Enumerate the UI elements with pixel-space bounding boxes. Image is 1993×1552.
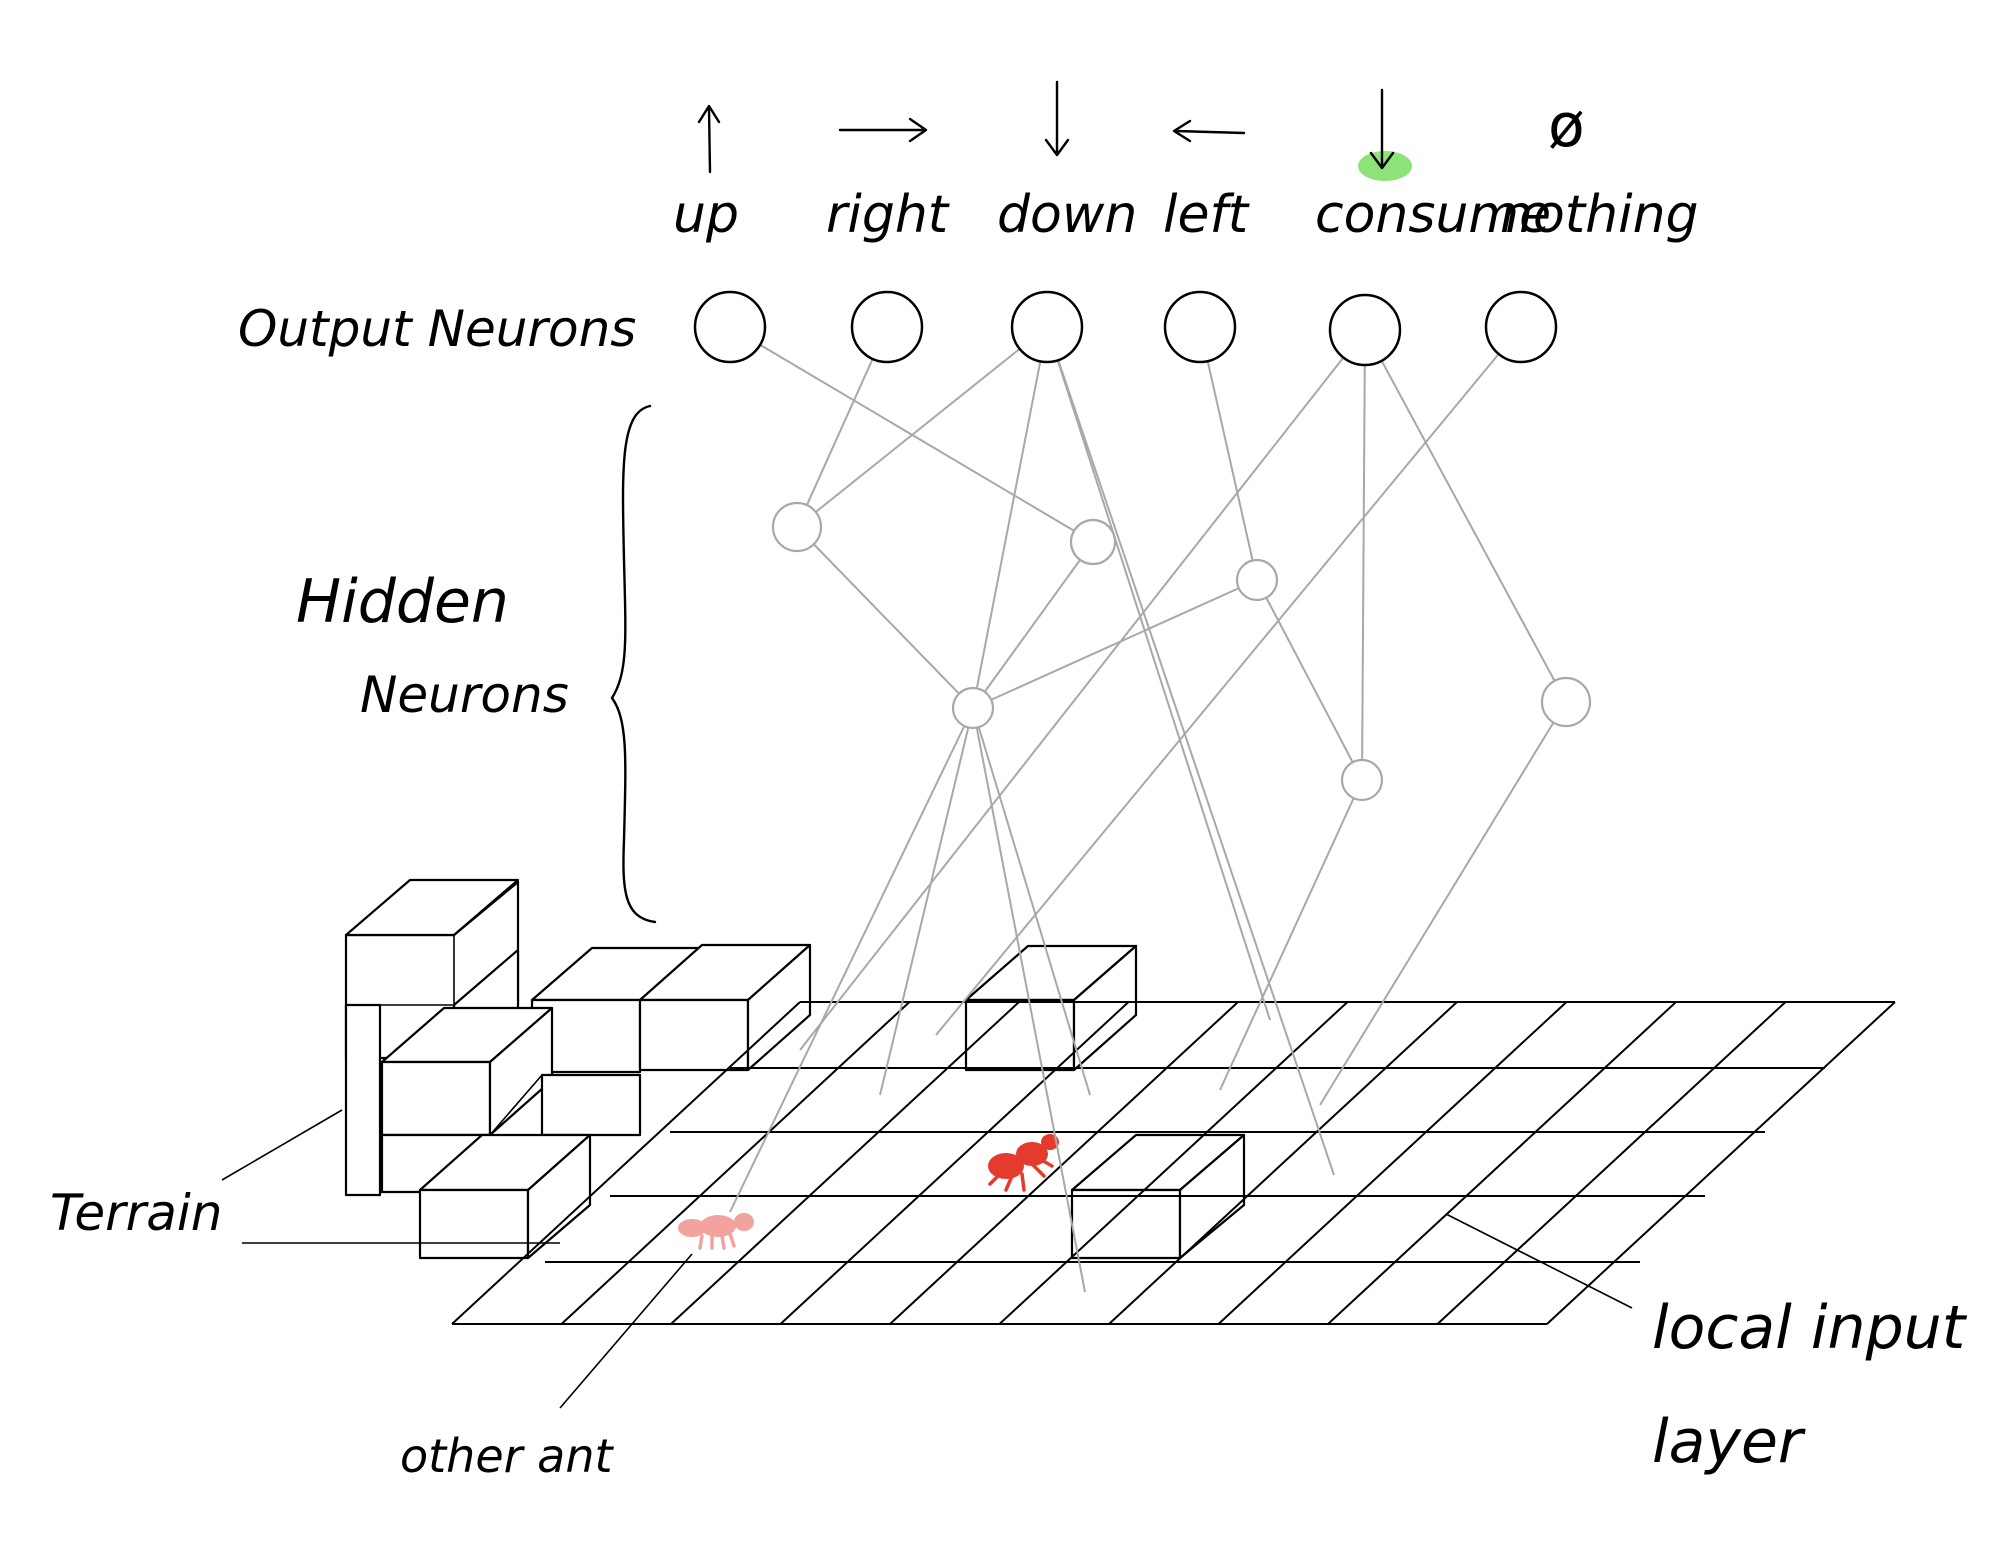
hidden-neuron — [1540, 676, 1592, 728]
connection-line — [879, 707, 974, 1096]
hidden-neurons-label-line1: Hidden — [296, 567, 509, 637]
grid-column-line — [1217, 1001, 1568, 1325]
consume-icon — [1358, 88, 1412, 181]
self-ant-icon — [988, 1134, 1059, 1192]
grid-column-line — [560, 1001, 911, 1325]
connection-line — [935, 326, 1522, 1036]
grid-column-line — [1436, 1001, 1787, 1325]
connection-line — [972, 326, 1048, 709]
connection-line — [972, 579, 1258, 709]
connection-line — [972, 707, 1091, 1096]
local-input-label-line1: local input — [1652, 1293, 1968, 1363]
other-ant-label: other ant — [400, 1429, 615, 1483]
leader-lines — [221, 1109, 1633, 1409]
output-neuron — [1484, 290, 1558, 364]
output-neuron — [1010, 290, 1084, 364]
local-input-leader-line — [1445, 1213, 1633, 1309]
grid-column-line — [889, 1001, 1239, 1325]
hidden-neuron — [1069, 518, 1117, 566]
hidden-neuron — [951, 686, 995, 730]
grid-column-line — [451, 1001, 801, 1325]
connection-line — [1199, 326, 1258, 581]
hidden-layer-brace — [610, 404, 657, 924]
action-label-nothing: nothing — [1500, 185, 1699, 245]
terrain-block — [530, 946, 702, 1074]
empty-set-icon: ø — [1548, 91, 1585, 161]
hidden-neurons-label-line2: Neurons — [360, 666, 569, 724]
connection-line — [799, 329, 1366, 1051]
other-ant-leader-line — [559, 1253, 693, 1409]
connection-line — [1319, 701, 1567, 1106]
connection-line — [1046, 326, 1335, 1176]
hidden-neuron — [1235, 558, 1279, 602]
terrain-block — [418, 1133, 592, 1260]
arrow-down-icon — [1044, 80, 1070, 157]
connection-line — [1364, 329, 1567, 703]
action-labels: up right down left consume nothing — [673, 185, 1699, 245]
grid-column-line — [779, 1001, 1130, 1325]
terrain-block — [380, 1006, 554, 1137]
terrain-block — [638, 943, 812, 1072]
connection-line — [972, 541, 1094, 709]
empty-set-glyph: ø — [1548, 91, 1585, 161]
hidden-neuron-layer — [771, 501, 1592, 802]
action-label-consume: consume — [1315, 185, 1551, 245]
connection-line — [972, 707, 1086, 1293]
terrain-leader-line — [221, 1109, 343, 1181]
other-ant-icon — [678, 1213, 754, 1250]
grid-column-line — [1546, 1001, 1896, 1325]
output-neuron — [693, 290, 767, 364]
output-neurons-label: Output Neurons — [238, 300, 636, 358]
grid-column-line — [670, 1001, 1020, 1325]
hidden-neuron — [771, 501, 823, 553]
output-neuron — [1163, 290, 1237, 364]
hidden-neuron — [1340, 758, 1384, 802]
food-blob — [1358, 151, 1412, 181]
connection-line — [796, 526, 974, 709]
connection-line — [796, 326, 1048, 528]
connection-line — [729, 707, 974, 1213]
grid-column-line — [1327, 1001, 1677, 1325]
output-neuron — [1328, 293, 1402, 367]
action-label-down: down — [997, 185, 1137, 245]
action-label-right: right — [826, 185, 950, 245]
connection-line — [1256, 579, 1363, 781]
arrow-right-icon — [838, 117, 928, 143]
connection-line — [796, 326, 888, 528]
terrain-blocks — [344, 878, 1246, 1260]
terrain-label: Terrain — [50, 1184, 222, 1242]
neuron-connections — [729, 326, 1567, 1293]
arrow-left-icon — [1172, 119, 1246, 143]
connection-line — [1219, 779, 1363, 1091]
local-input-label-line2: layer — [1652, 1407, 1806, 1477]
arrow-up-icon — [697, 104, 721, 174]
terrain-block — [489, 1073, 642, 1137]
output-neuron-layer — [693, 290, 1558, 367]
action-label-up: up — [673, 185, 739, 245]
grid-column-line — [1108, 1001, 1458, 1325]
output-neuron — [850, 290, 924, 364]
action-label-left: left — [1163, 185, 1250, 245]
grid-column-line — [998, 1001, 1349, 1325]
local-input-grid — [451, 1001, 1896, 1325]
connection-line — [1046, 326, 1271, 1021]
action-icons: ø — [697, 80, 1585, 181]
connection-line — [1361, 329, 1366, 781]
